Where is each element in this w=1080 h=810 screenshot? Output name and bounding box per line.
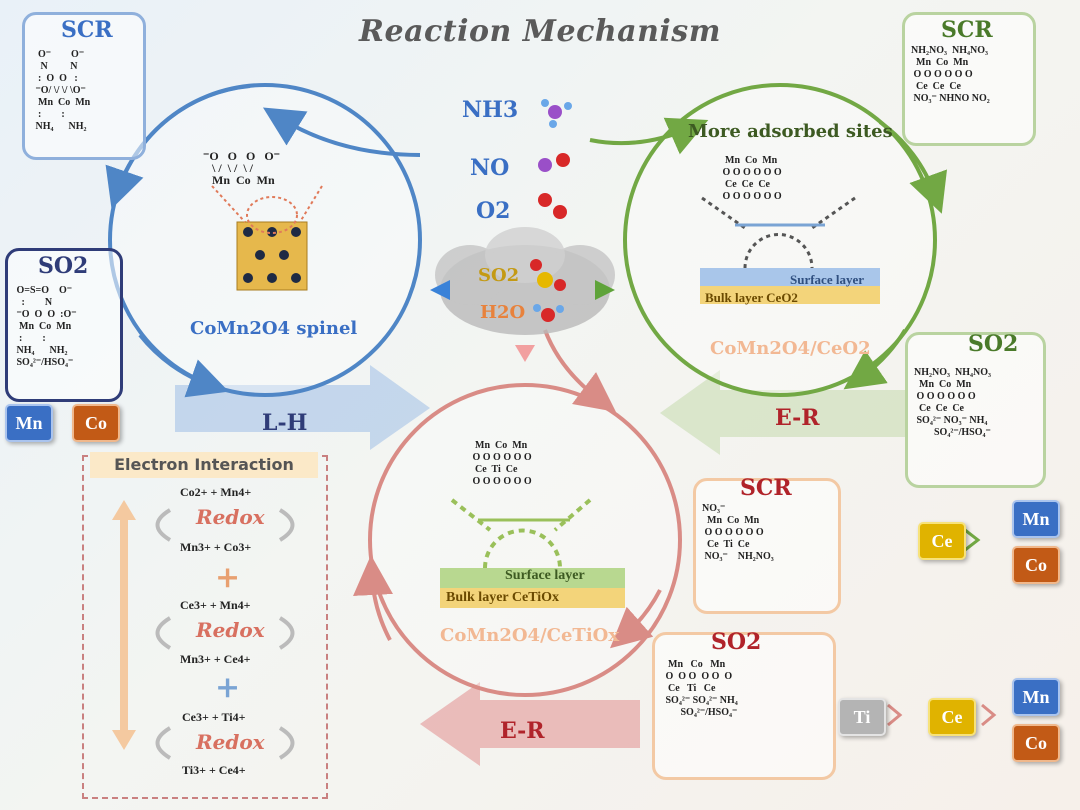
plus-sign-2: + (215, 670, 241, 705)
electron-interaction-title: Electron Interaction (90, 452, 318, 478)
gas-o2-label: O2 (476, 198, 511, 224)
so2-adsorbate-structure: NH₂NO₃ NH₄NO₃ Mn Co Mn O O O O O O Ce Ce… (914, 367, 991, 438)
tag-ti-bottom: Ti (838, 698, 886, 736)
gas-no-label: NO (470, 155, 510, 181)
h2o-molecule (533, 304, 564, 322)
right-bulk-label: Bulk layer CeO2 (705, 290, 798, 305)
redox-2-reactants: Ce3+ + Mn4+ (180, 598, 251, 612)
scr-box-top-left: SCR O⁻ O⁻ N N : O O : ⁻O/ \/ \/ \O⁻ Mn C… (22, 12, 146, 160)
scr-adsorbate-structure: NO₃⁻ Mn Co Mn O O O O O O Ce Ti Ce NO₃⁻ … (702, 503, 774, 562)
right-header-label: More adsorbed sites (688, 121, 893, 142)
right-cycle-ring (623, 83, 937, 397)
redox-3-label: Redox (196, 730, 265, 754)
redox-1-reactants: Co2+ + Mn4+ (180, 485, 252, 499)
cetiox-structure-text: Mn Co Mn O O O O O O Ce Ti Ce O O O O O … (472, 440, 532, 487)
so2-box-bottom: SO2 Mn Co Mn O O O O O O Ce Ti Ce SO₄²⁻ … (652, 629, 836, 780)
er-flow-arrow-bottom (420, 682, 640, 766)
gas-cloud (435, 227, 615, 335)
scr-adsorbate-structure: O⁻ O⁻ N N : O O : ⁻O/ \/ \/ \O⁻ Mn Co Mn… (35, 49, 91, 132)
tag-co-bottom: Co (1012, 724, 1060, 762)
plus-sign-1: + (215, 560, 241, 595)
tag-ce-bottom: Ce (928, 698, 976, 736)
scr-box-title: SCR (941, 17, 993, 43)
so2-box-title: SO2 (38, 253, 89, 279)
tag-mn-right: Mn (1012, 500, 1060, 538)
bottom-surface-label: Surface layer (505, 568, 585, 583)
scr-box-title: SCR (740, 475, 792, 501)
er-label-right: E-R (775, 405, 820, 431)
er-flow-arrow-right (660, 370, 905, 455)
tag-ce-right: Ce (918, 522, 966, 560)
gas-nh3-label: NH3 (462, 97, 519, 123)
redox-2-label: Redox (196, 618, 265, 642)
tag-co-right: Co (1012, 546, 1060, 584)
so2-box-title: SO2 (968, 331, 1019, 357)
so2-molecule (530, 259, 566, 291)
scr-box-title: SCR (61, 17, 113, 43)
bottom-cycle-ring (368, 383, 682, 697)
ceo2-structure-text: Mn Co Mn O O O O O O Ce Ce Ce O O O O O … (722, 155, 782, 202)
redox-1-products: Mn3+ + Co3+ (180, 540, 252, 554)
er-label-bottom: E-R (500, 718, 545, 744)
left-catalyst-label: CoMn2O4 spinel (190, 318, 358, 339)
lh-label: L-H (262, 410, 308, 436)
spinel-lattice (211, 185, 323, 291)
scr-box-bottom: SCR NO₃⁻ Mn Co Mn O O O O O O Ce Ti Ce N… (693, 475, 841, 614)
tag-mn-left: Mn (5, 404, 53, 442)
so2-box-right: SO2 NH₂NO₃ NH₄NO₃ Mn Co Mn O O O O O O C… (905, 331, 1046, 488)
so2-adsorbate-structure: O=S=O O⁻ : N ⁻O O O :O⁻ Mn Co Mn : : NH₄… (16, 285, 77, 368)
nh3-molecule (541, 99, 572, 128)
no-molecule (538, 153, 570, 172)
page-title: Reaction Mechanism (359, 14, 721, 49)
bottom-catalyst-label: CoMn2O4/CeTiOx (440, 625, 620, 646)
redox-3-reactants: Ce3+ + Ti4+ (182, 710, 246, 724)
scr-adsorbate-structure: NH₂NO₃ NH₄NO₃ Mn Co Mn O O O O O O Ce Ce… (911, 45, 990, 104)
right-surface-label: Surface layer (790, 272, 865, 287)
tag-co-left: Co (72, 404, 120, 442)
so2-adsorbate-structure: Mn Co Mn O O O O O O Ce Ti Ce SO₄²⁻ SO₄²… (665, 659, 738, 718)
tag-mn-bottom: Mn (1012, 678, 1060, 716)
o2-molecule (538, 193, 567, 219)
so2-box-left: SO2 O=S=O O⁻ : N ⁻O O O :O⁻ Mn Co Mn : :… (5, 248, 123, 402)
spinel-structure-text: ⁻O O O O⁻ \ / \ / \ / Mn Co Mn (203, 149, 281, 187)
scr-box-top-right: SCR NH₂NO₃ NH₄NO₃ Mn Co Mn O O O O O O C… (902, 12, 1036, 146)
gas-so2-label: SO2 (478, 265, 520, 286)
lh-flow-arrow (175, 365, 430, 450)
redox-3-products: Ti3+ + Ce4+ (182, 763, 246, 777)
bottom-bulk-label: Bulk layer CeTiOx (446, 590, 560, 605)
gas-h2o-label: H2O (480, 302, 526, 323)
right-catalyst-label: CoMn2O4/CeO2 (710, 338, 871, 359)
so2-box-title: SO2 (711, 629, 762, 655)
redox-2-products: Mn3+ + Ce4+ (180, 652, 251, 666)
redox-1-label: Redox (196, 505, 265, 529)
